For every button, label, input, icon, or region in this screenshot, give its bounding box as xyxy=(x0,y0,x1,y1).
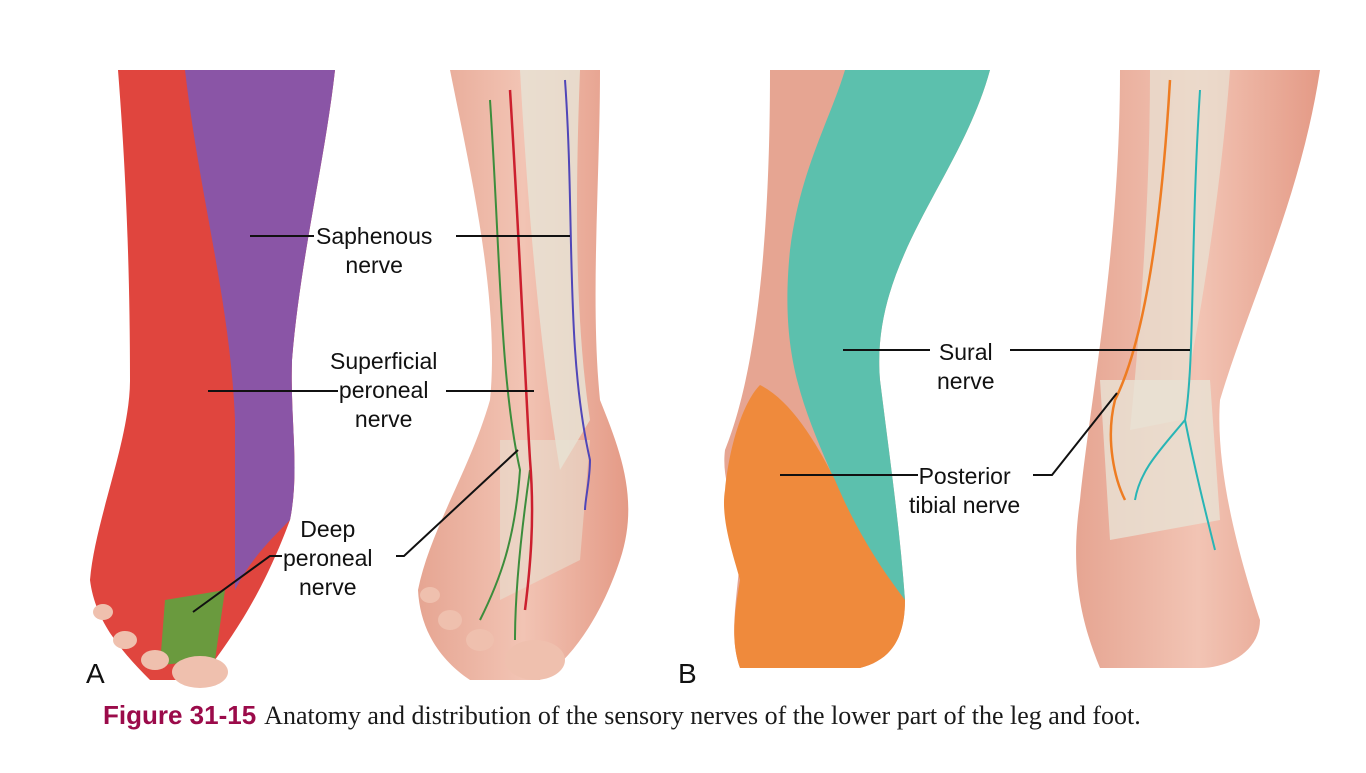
panel-letter-a: A xyxy=(86,658,105,689)
figure-number: Figure 31-15 xyxy=(103,700,257,730)
foot-a-anatomy xyxy=(418,70,629,680)
label-deep-peroneal-nerve: Deep peroneal nerve xyxy=(283,516,373,600)
foot-b-anatomy xyxy=(1076,70,1320,668)
leader-lines xyxy=(192,235,1190,613)
panel-letter-b: B xyxy=(678,658,697,689)
foot-b-dermatome xyxy=(723,70,990,668)
label-saphenous-nerve: Saphenous nerve xyxy=(316,223,433,278)
caption-text: Anatomy and distribution of the sensory … xyxy=(264,701,1141,730)
label-sural-nerve: Sural nerve xyxy=(937,339,995,394)
label-posterior-tibial-nerve: Posterior tibial nerve xyxy=(909,463,1021,518)
label-superficial-peroneal-nerve: Superficial peroneal nerve xyxy=(330,348,438,432)
foot-a-dermatome xyxy=(90,70,335,688)
